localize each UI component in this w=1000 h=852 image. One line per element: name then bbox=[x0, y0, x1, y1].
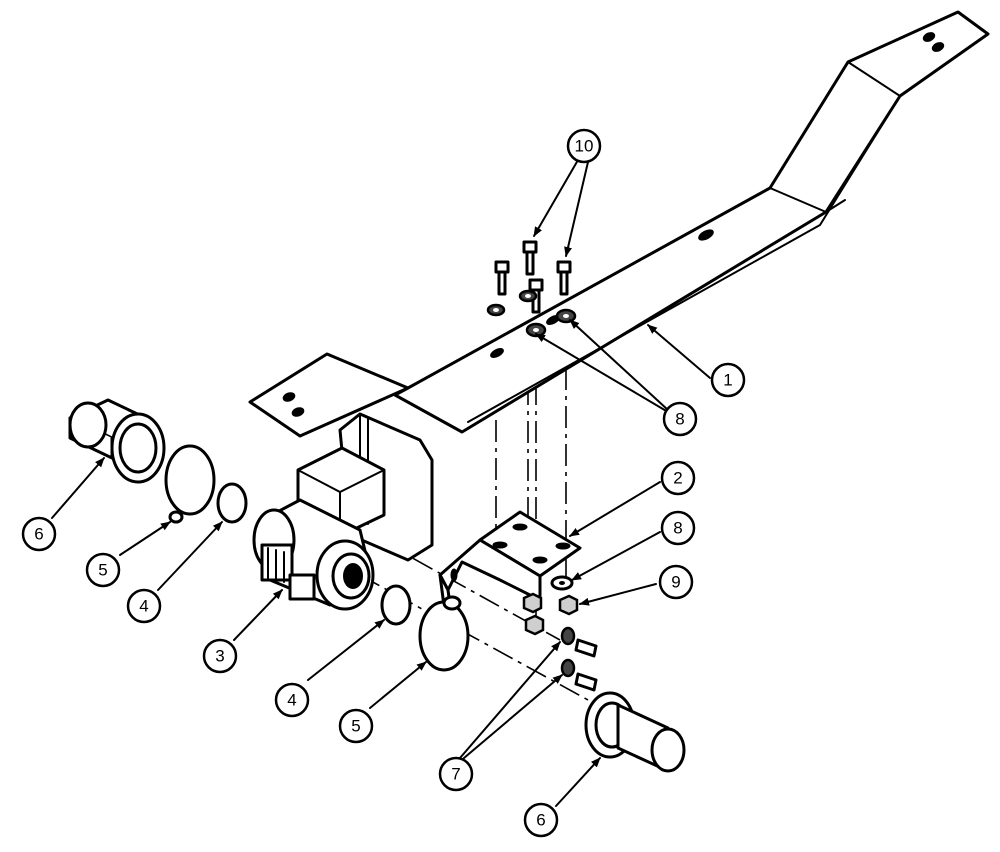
part-5-clamp-left bbox=[164, 444, 216, 524]
callout-4-left: 4 bbox=[126, 588, 162, 624]
part-4-o-ring-right bbox=[380, 584, 412, 626]
part-3-meter-body bbox=[252, 412, 434, 611]
callout-3: 3 bbox=[202, 638, 238, 674]
callout-10: 10 bbox=[566, 128, 602, 164]
svg-text:6: 6 bbox=[536, 811, 545, 830]
part-9-nuts bbox=[522, 592, 579, 636]
leader-lines bbox=[51, 159, 711, 807]
svg-text:6: 6 bbox=[34, 525, 43, 544]
svg-text:3: 3 bbox=[215, 647, 224, 666]
svg-text:1: 1 bbox=[723, 371, 732, 390]
callout-8-lower: 8 bbox=[660, 510, 696, 546]
callout-2: 2 bbox=[660, 460, 696, 496]
part-4-o-ring-left bbox=[216, 482, 248, 524]
part-6-fitting-right bbox=[584, 691, 686, 773]
callout-8-upper: 8 bbox=[662, 401, 698, 437]
svg-text:4: 4 bbox=[287, 691, 296, 710]
svg-text:4: 4 bbox=[139, 597, 148, 616]
part-8-upper-washers bbox=[486, 289, 577, 338]
callout-7: 7 bbox=[438, 756, 474, 792]
svg-text:8: 8 bbox=[675, 410, 684, 429]
svg-text:2: 2 bbox=[673, 469, 682, 488]
svg-text:5: 5 bbox=[351, 717, 360, 736]
svg-text:10: 10 bbox=[575, 137, 594, 156]
part-10-cap-screws bbox=[494, 240, 572, 314]
part-6-fitting-left bbox=[68, 398, 166, 484]
svg-text:7: 7 bbox=[451, 765, 460, 784]
svg-text:8: 8 bbox=[673, 519, 682, 538]
callout-4-right: 4 bbox=[274, 682, 310, 718]
part-5-clamp-right bbox=[418, 595, 470, 672]
callout-1: 1 bbox=[710, 362, 746, 398]
svg-text:5: 5 bbox=[98, 561, 107, 580]
callout-5-right: 5 bbox=[338, 708, 374, 744]
part-7-screws bbox=[560, 626, 598, 692]
callout-6-left: 6 bbox=[21, 516, 57, 552]
callout-6-right: 6 bbox=[523, 802, 559, 838]
callout-9: 9 bbox=[658, 564, 694, 600]
svg-text:9: 9 bbox=[671, 573, 680, 592]
part-8-lower-washers bbox=[550, 575, 574, 591]
callout-5-left: 5 bbox=[85, 552, 121, 588]
part-1-mounting-bar bbox=[248, 10, 990, 438]
